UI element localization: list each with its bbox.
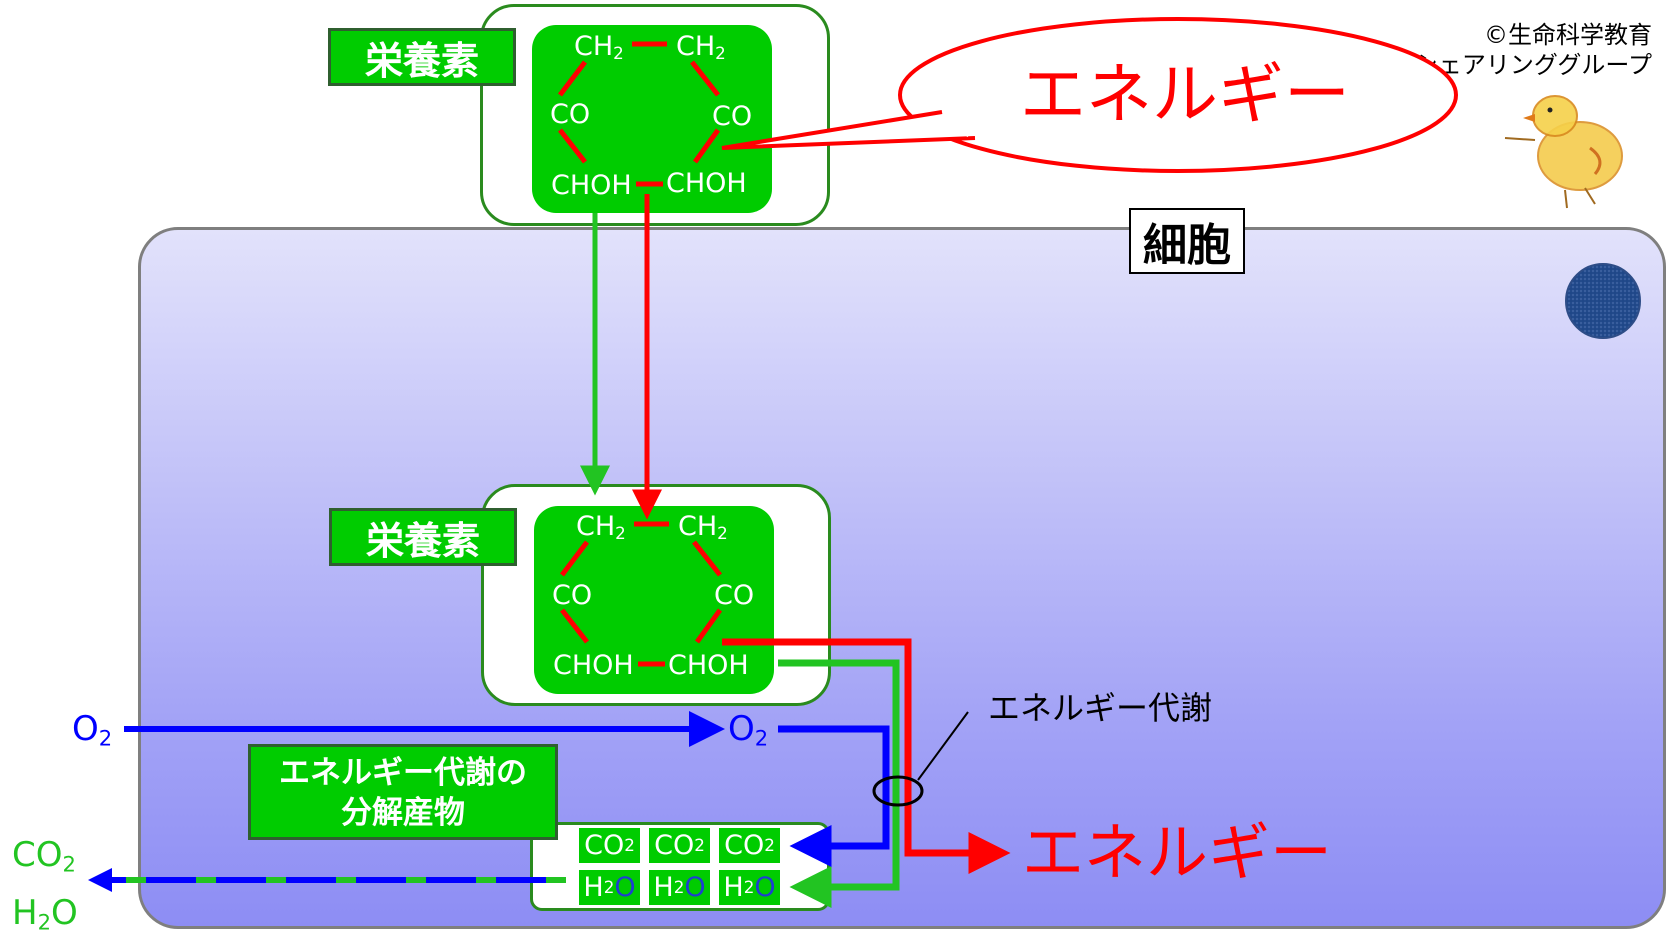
metabolism-coupling-ring	[872, 775, 924, 807]
molecule-top-co-left: CO	[550, 99, 591, 130]
metabolism-pointer-line	[917, 711, 969, 781]
nucleus	[1565, 263, 1641, 339]
energy-output-text: エネルギー	[1022, 816, 1333, 889]
molecule-inner-ch2-left: CH2	[576, 511, 626, 544]
molecule-top-ch2-right: CH2	[676, 31, 726, 64]
oxygen-inside-label: O2	[728, 709, 769, 751]
energy-bubble-text: エネルギー	[1020, 56, 1350, 133]
molecule-inner-choh-left: CHOH	[553, 650, 634, 681]
exhaust-co2-label: CO2	[12, 835, 76, 877]
energy-bubble-shape	[721, 17, 1458, 173]
copyright: ©生命科学教育 シェアリンググループ	[1413, 21, 1652, 79]
bond-lines-inner	[560, 521, 723, 667]
h2o-production-arrow	[778, 659, 900, 908]
molecule-inner-co-left: CO	[552, 580, 593, 611]
chick-illustration	[1504, 95, 1623, 209]
molecule-inner-choh-right: CHOH	[668, 650, 749, 681]
energy-output-arrow	[722, 638, 1011, 874]
exhaust-h2o-label: H2O	[12, 893, 78, 935]
molecule-top-choh-right: CHOH	[666, 168, 747, 199]
cell-label: 細胞	[1129, 208, 1245, 274]
oxygen-outside-label: O2	[72, 709, 113, 751]
molecule-top-ch2-left: CH2	[574, 31, 624, 64]
bond-lines-top	[558, 41, 721, 187]
nutrient-tag-top: 栄養素	[328, 28, 516, 86]
exhaust-arrowhead	[88, 868, 112, 892]
co2-production-arrow	[778, 725, 890, 867]
molecule-inner-ch2-right: CH2	[678, 511, 728, 544]
nutrient-tag-inner: 栄養素	[329, 508, 517, 566]
molecule-top-co-right: CO	[712, 101, 753, 132]
molecule-inner-co-right: CO	[714, 580, 755, 611]
byproduct-tag: エネルギー代謝の 分解産物	[248, 744, 558, 840]
metabolism-label: エネルギー代謝	[988, 689, 1213, 727]
molecule-top-choh-left: CHOH	[551, 170, 632, 201]
